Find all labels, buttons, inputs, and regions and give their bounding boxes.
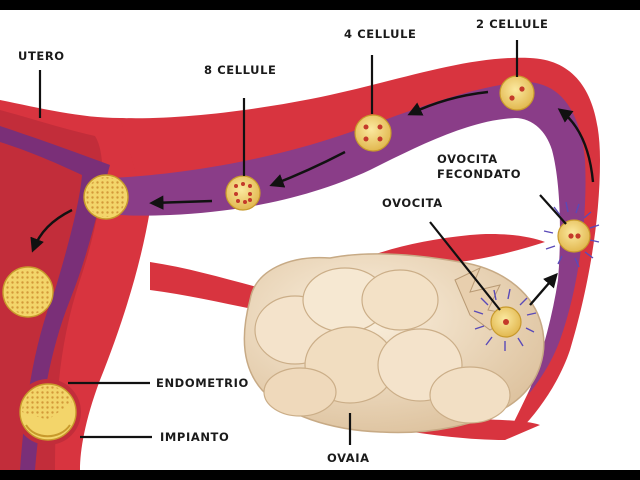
ovary [243, 253, 545, 434]
fertilized-oocyte [557, 219, 591, 253]
tube-lumen [112, 81, 586, 395]
flow-arrows [30, 90, 595, 306]
label-impianto: IMPIANTO [160, 430, 229, 444]
four-cell-embryo [354, 114, 392, 152]
sperm-cluster [473, 201, 600, 351]
label-2-cellule: 2 CELLULE [476, 17, 548, 31]
label-8-cellule: 8 CELLULE [204, 63, 276, 77]
two-cell-embryo [499, 75, 535, 111]
label-ovaia: OVAIA [327, 451, 370, 465]
oocyte [490, 306, 522, 338]
blastocyst [2, 266, 54, 318]
uterine-cavity [0, 126, 110, 470]
eight-cell-embryo [225, 175, 261, 211]
leader-lines [38, 40, 567, 445]
label-endometrio: ENDOMETRIO [156, 376, 249, 390]
label-4-cellule: 4 CELLULE [344, 27, 416, 41]
fallopian-tube [120, 57, 600, 440]
label-ovocita-fecondato-line2: FECONDATO [437, 167, 521, 181]
label-ovocita-fecondato-line1: OVOCITA [437, 152, 498, 166]
implanted-embryo [15, 379, 81, 445]
morula [83, 174, 129, 220]
ovarian-ligament [150, 262, 268, 312]
label-ovocita: OVOCITA [382, 196, 443, 210]
label-utero: UTERO [18, 49, 65, 63]
